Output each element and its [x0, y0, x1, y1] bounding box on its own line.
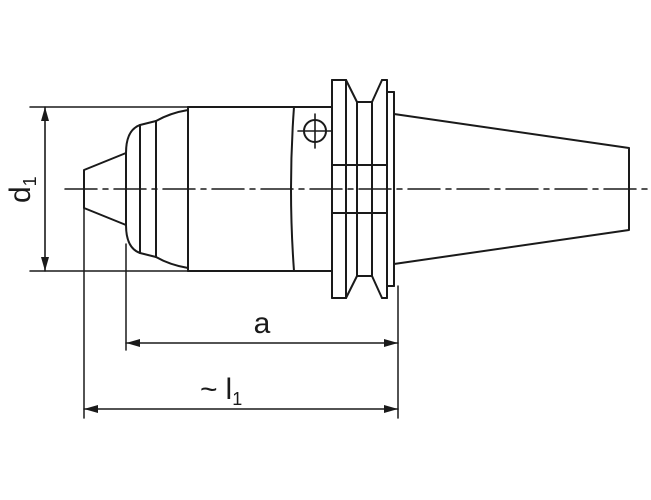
taper-shank	[393, 113, 630, 265]
dimension-l1: ~l1	[83, 207, 399, 419]
dimension-a-label: a	[254, 307, 271, 340]
dimension-d1: d1	[4, 106, 189, 272]
dimension-d1-label: d1	[4, 176, 40, 203]
dimension-a: a	[125, 243, 399, 419]
adapter-flange	[293, 79, 395, 299]
chuck-body	[125, 106, 295, 272]
dimension-l1-label: ~l1	[200, 373, 242, 409]
crosshair-mark-icon	[297, 113, 333, 149]
collet-nose	[83, 152, 127, 226]
